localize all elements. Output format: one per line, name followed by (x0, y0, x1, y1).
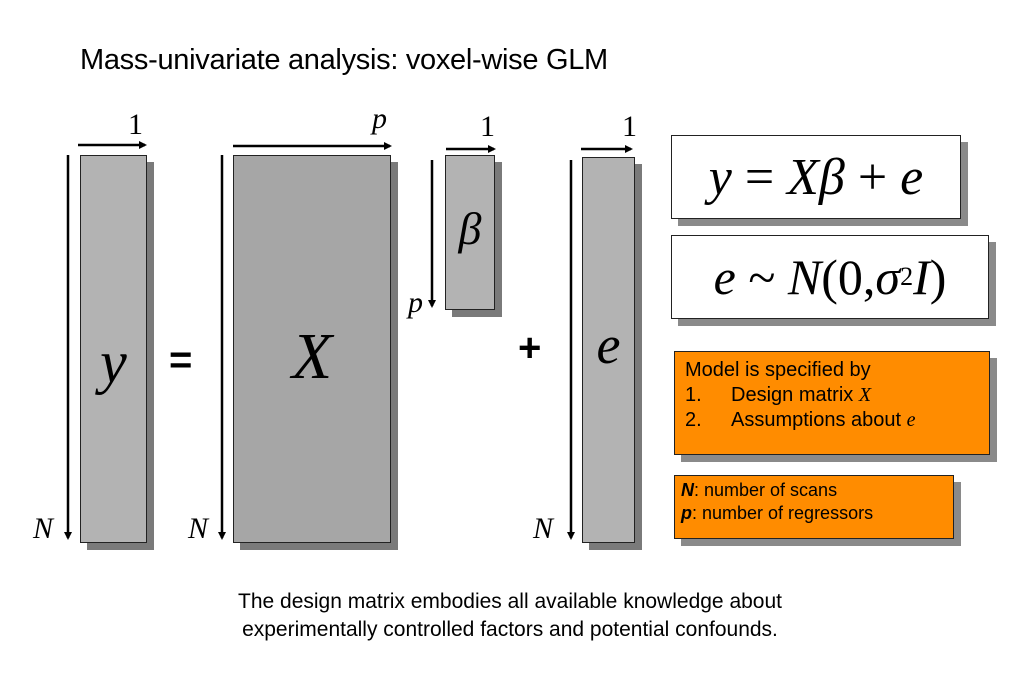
y-matrix: y (80, 155, 147, 543)
eq-beta: β (818, 148, 845, 206)
list-symbol: X (858, 384, 872, 406)
design-matrix: X (233, 155, 391, 543)
definition-p-symbol: p (681, 503, 692, 523)
list-item: 2. Assumptions about e (685, 408, 979, 433)
equals-sign: = (169, 338, 193, 382)
caption-line-1: The design matrix embodies all available… (238, 590, 782, 613)
y-cols-label: 1 (128, 108, 143, 141)
definition-n-symbol: N (681, 480, 694, 500)
e-cols-label: 1 (622, 110, 637, 143)
definition-n-text: : number of scans (694, 480, 838, 500)
y-matrix-label: y (100, 329, 127, 395)
x-rows-label: N (188, 512, 209, 545)
definition-p: p: number of regressors (681, 502, 947, 525)
eq-e: e (900, 148, 924, 206)
err-I: I (913, 249, 930, 305)
err-sigma: σ (875, 249, 901, 305)
definition-n: N: number of scans (681, 479, 947, 502)
model-specification-note: Model is specified by 1. Design matrix X… (674, 351, 990, 455)
beta-matrix: β (445, 155, 495, 310)
list-item: 1. Design matrix X (685, 383, 979, 408)
error-matrix-label: e (596, 315, 621, 375)
list-text-body: Assumptions about (731, 409, 907, 431)
note-heading: Model is specified by (685, 359, 871, 381)
beta-cols-label: 1 (480, 110, 495, 143)
e-rows-label: N (533, 512, 554, 545)
x-cols-label: p (372, 102, 387, 135)
definitions-note: N: number of scans p: number of regresso… (674, 475, 954, 539)
beta-rows-label: p (408, 286, 423, 319)
list-text: Design matrix X (731, 383, 871, 408)
caption: The design matrix embodies all available… (120, 588, 900, 644)
eq-equals: = (731, 148, 788, 206)
definition-p-text: : number of regressors (692, 503, 874, 523)
err-exp: 2 (900, 262, 914, 291)
eq-y: y (708, 148, 732, 206)
error-matrix: e (582, 157, 635, 543)
list-text-body: Design matrix (731, 384, 859, 406)
list-number: 2. (685, 409, 702, 431)
design-matrix-label: X (291, 320, 333, 393)
beta-matrix-label: β (458, 203, 482, 254)
plus-sign: + (518, 326, 542, 370)
y-rows-label: N (33, 512, 54, 545)
eq-X: X (787, 148, 819, 206)
err-tilde: ~ (735, 249, 788, 305)
caption-line-2: experimentally controlled factors and po… (242, 618, 778, 641)
err-N: N (787, 249, 822, 305)
list-symbol: e (906, 409, 916, 431)
eq-plus: + (844, 148, 901, 206)
slide-title: Mass-univariate analysis: voxel-wise GLM (80, 44, 608, 76)
err-e: e (713, 249, 736, 305)
list-number: 1. (685, 384, 702, 406)
err-open: (0, (821, 249, 876, 305)
err-close: ) (929, 249, 947, 305)
list-text: Assumptions about e (731, 408, 916, 433)
